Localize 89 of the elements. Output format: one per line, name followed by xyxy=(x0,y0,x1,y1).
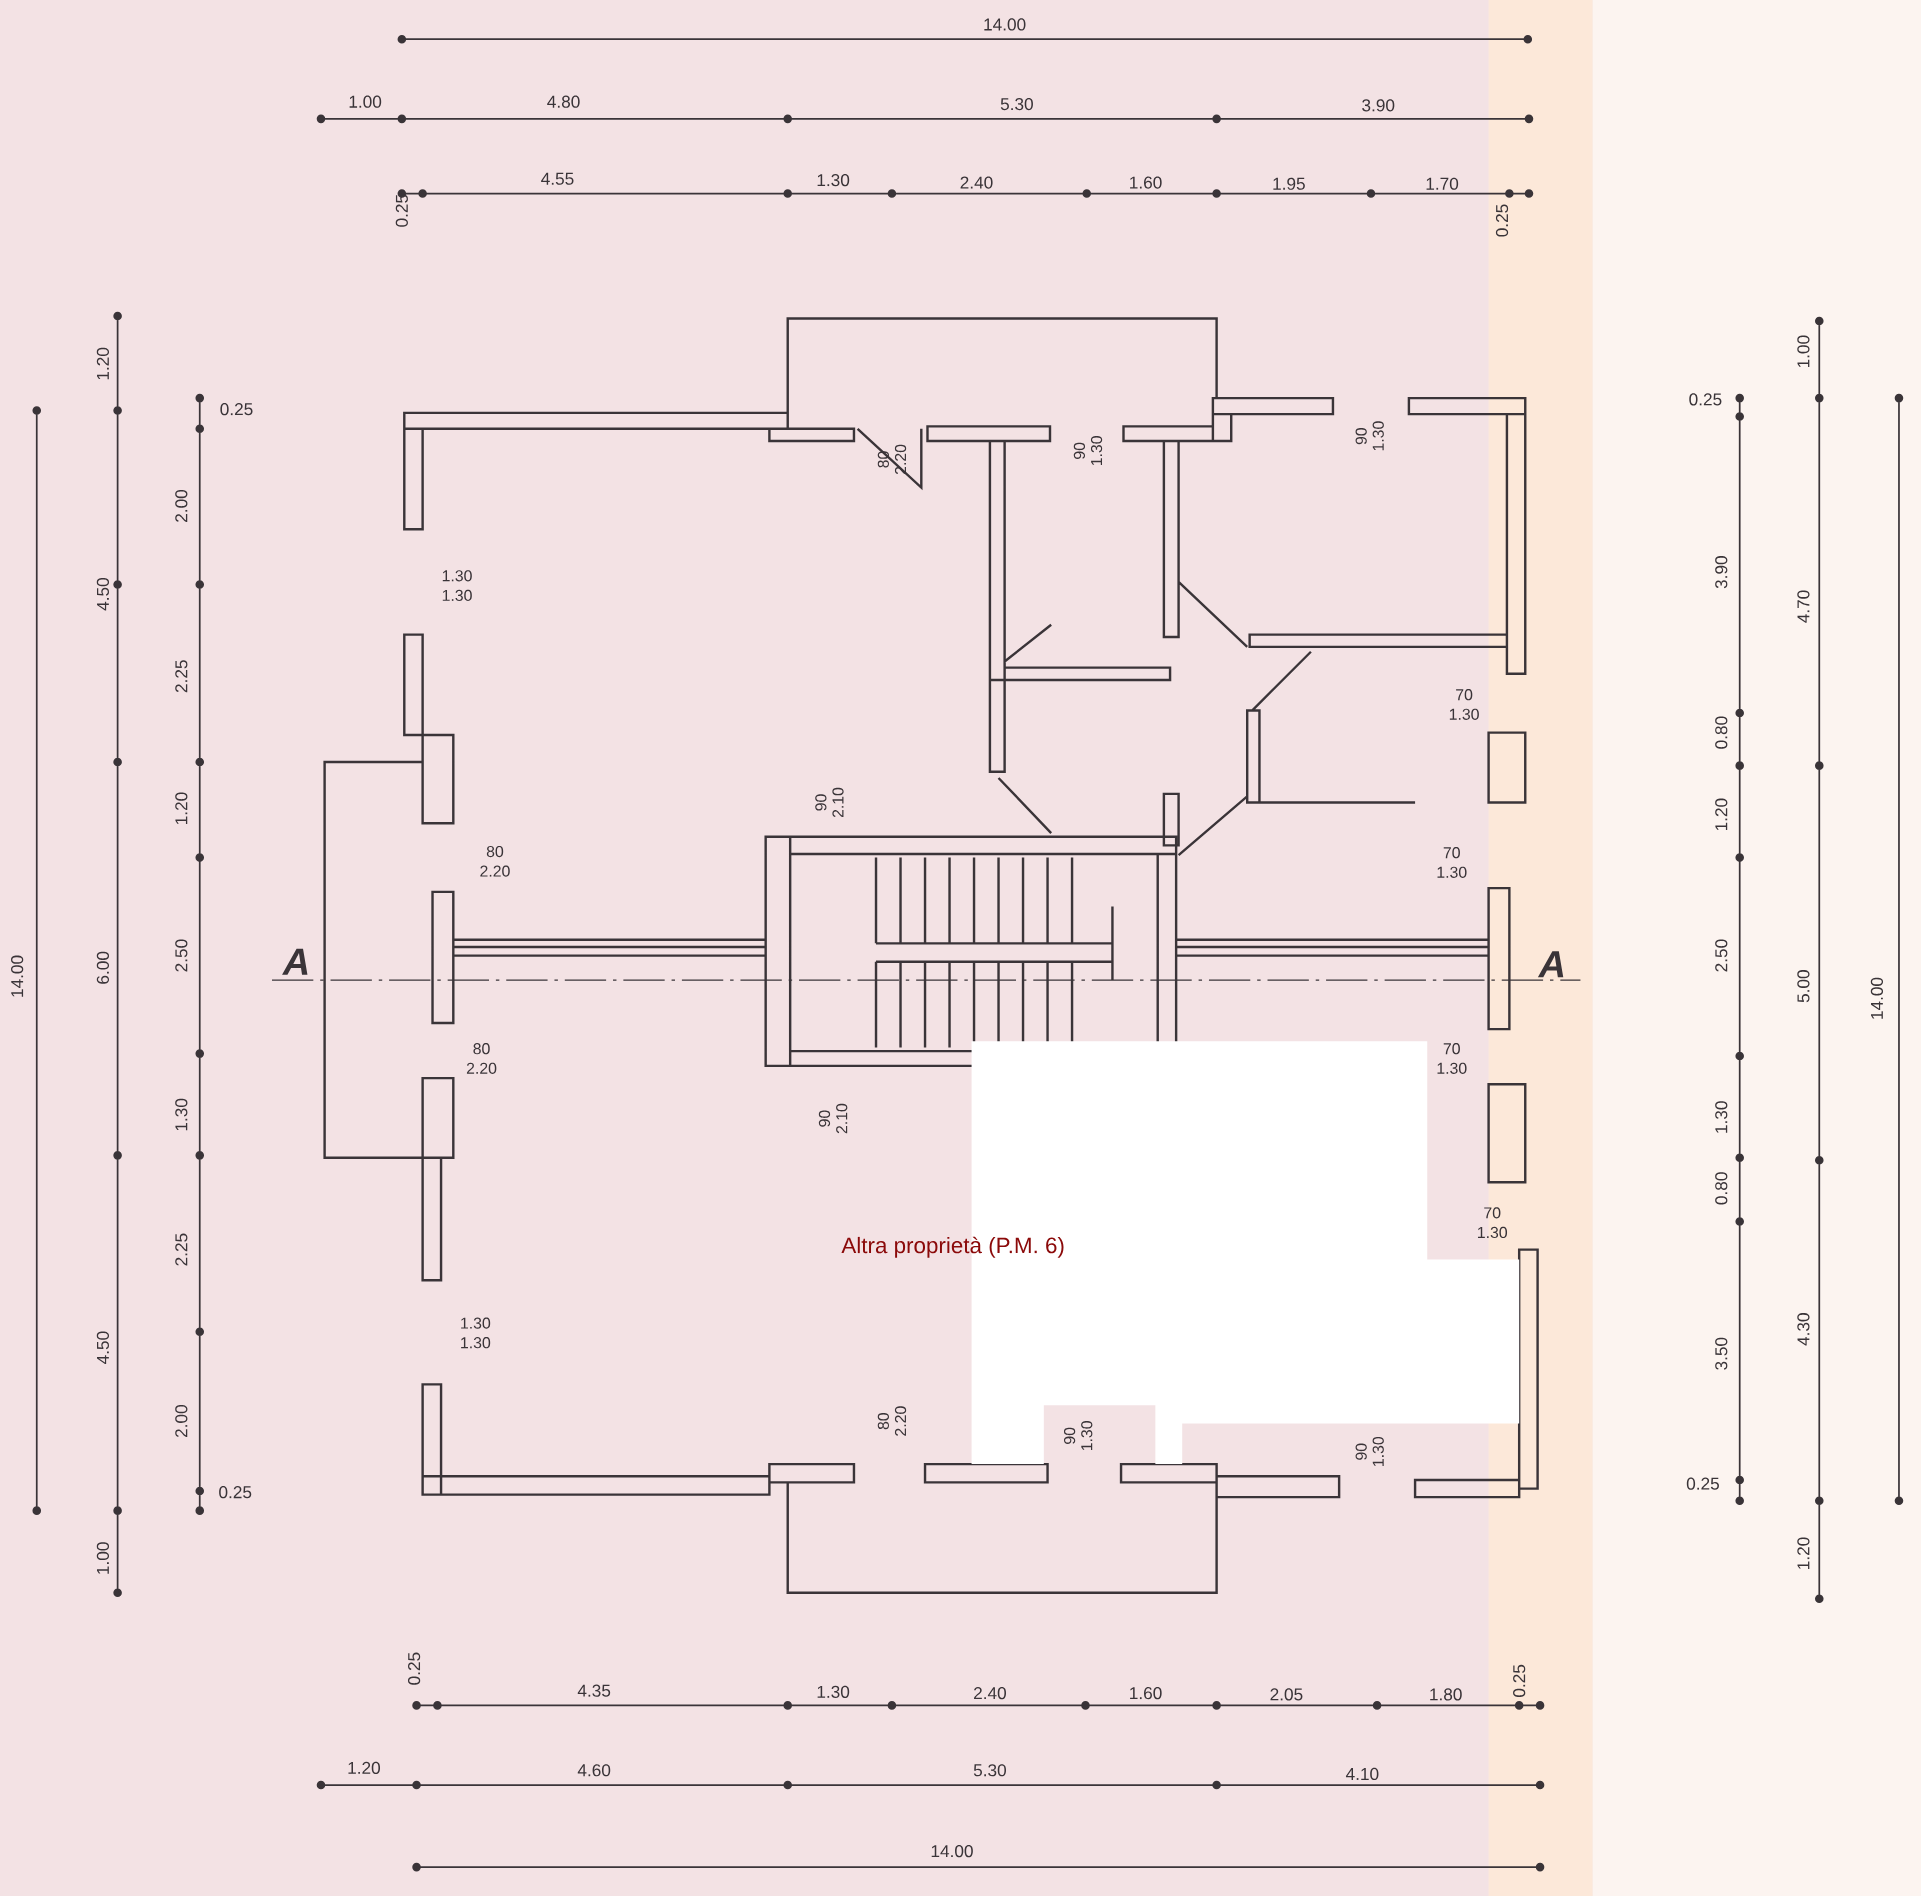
dimension-text: 1.20 xyxy=(348,1761,380,1774)
dimension-text: 14.00 xyxy=(931,1844,973,1857)
dimension-text: 1.00 xyxy=(349,95,382,108)
dimension-text: 2.25 xyxy=(175,1233,188,1266)
dimension-text: 1.30 xyxy=(175,1098,188,1131)
opening-size: 1.30 xyxy=(1449,708,1479,720)
opening-size: 90 xyxy=(818,1110,831,1127)
dimension-text: 2.25 xyxy=(175,660,188,692)
opening-size: 90 xyxy=(1064,1427,1076,1444)
dimension-text: 0.25 xyxy=(1686,1477,1719,1490)
dimension-text: 1.30 xyxy=(817,173,850,186)
dimension-text: 5.30 xyxy=(973,1763,1006,1777)
opening-size: 70 xyxy=(1484,1207,1501,1219)
dimension-text: 1.70 xyxy=(1426,177,1459,190)
dimension-text: 14.00 xyxy=(984,18,1026,31)
dimension-text: 5.30 xyxy=(1000,97,1033,110)
opening-size: 90 xyxy=(1073,442,1085,459)
dimension-text: 4.50 xyxy=(96,577,109,611)
note-text: Altra proprietà (P.M. 6) xyxy=(841,1236,1064,1258)
opening-size: 1.30 xyxy=(461,1336,491,1349)
dimension-text: 1.30 xyxy=(817,1685,850,1698)
opening-size: 1.30 xyxy=(1372,1436,1384,1466)
opening-size: 2.20 xyxy=(894,1406,907,1436)
opening-size: 1.30 xyxy=(1081,1420,1093,1450)
dimension-text: 1.60 xyxy=(1130,176,1162,189)
dimension-text: 1.20 xyxy=(1715,798,1728,830)
dimension-text: 1.00 xyxy=(1797,335,1810,367)
dimension-text: 2.50 xyxy=(175,939,188,972)
dimension-text: 1.00 xyxy=(96,1542,109,1574)
dimension-text: 14.00 xyxy=(11,955,24,997)
dimension-text: 3.90 xyxy=(1715,555,1728,589)
dimension-text: 4.50 xyxy=(96,1331,109,1364)
opening-size: 80 xyxy=(877,1412,889,1430)
dimension-text: 0.25 xyxy=(395,194,408,227)
opening-size: 1.30 xyxy=(442,569,472,582)
dimension-text: 1.30 xyxy=(1715,1101,1728,1133)
dimension-text: 0.25 xyxy=(408,1652,421,1685)
dimension-text: 3.90 xyxy=(1362,99,1395,112)
dimension-text: 4.70 xyxy=(1797,590,1810,623)
dimension-text: 2.00 xyxy=(175,489,188,522)
opening-size: 2.20 xyxy=(466,1062,497,1074)
dimension-text: 1.20 xyxy=(1797,1537,1810,1569)
dimension-text: 0.25 xyxy=(220,402,253,416)
opening-size: 80 xyxy=(486,845,504,857)
dimension-text: 0.80 xyxy=(1715,716,1728,749)
dimension-text: 2.40 xyxy=(960,176,993,189)
opening-size: 90 xyxy=(1355,1443,1367,1460)
dimension-text: 4.60 xyxy=(577,1763,611,1777)
dimension-text: 0.25 xyxy=(1513,1664,1526,1697)
opening-size: 1.30 xyxy=(1372,421,1384,451)
dimension-text: 0.25 xyxy=(219,1485,252,1499)
dimension-text: 5.00 xyxy=(1797,969,1810,1002)
dimension-text: 2.00 xyxy=(175,1404,188,1437)
dimension-text: 6.00 xyxy=(96,951,109,984)
dimension-text: 4.10 xyxy=(1346,1767,1379,1780)
opening-size: 70 xyxy=(1443,1042,1460,1055)
dimension-text: 1.80 xyxy=(1430,1688,1462,1701)
opening-size: 2.20 xyxy=(480,865,510,877)
opening-size: 2.10 xyxy=(836,1103,848,1133)
dimension-text: 0.25 xyxy=(1495,204,1509,237)
dimension-text: 14.00 xyxy=(1870,977,1883,1019)
dimension-text: 4.30 xyxy=(1797,1312,1810,1346)
dimension-text: 1.20 xyxy=(175,792,188,824)
dimension-text: 1.95 xyxy=(1273,177,1305,190)
opening-size: 70 xyxy=(1456,688,1473,701)
opening-size: 80 xyxy=(473,1042,490,1055)
section-mark: A xyxy=(1537,951,1564,977)
dimension-text: 3.50 xyxy=(1715,1337,1728,1370)
opening-size: 1.30 xyxy=(442,589,472,601)
section-mark: A xyxy=(282,948,308,975)
opening-size: 1.30 xyxy=(1437,1062,1467,1074)
opening-size: 1.30 xyxy=(461,1317,491,1329)
dimension-text: 0.25 xyxy=(1689,393,1722,406)
opening-size: 70 xyxy=(1443,846,1460,859)
dimension-text: 1.60 xyxy=(1130,1686,1162,1699)
opening-size: 1.30 xyxy=(1437,866,1467,878)
opening-size: 1.30 xyxy=(1478,1226,1508,1238)
dimension-text: 4.55 xyxy=(541,172,574,185)
opening-size: 90 xyxy=(815,794,827,811)
dimension-text: 0.80 xyxy=(1715,1172,1728,1205)
dimension-text: 2.40 xyxy=(974,1686,1006,1699)
dimension-text: 4.80 xyxy=(547,95,580,108)
opening-size: 2.10 xyxy=(832,787,844,817)
opening-size: 1.30 xyxy=(1090,435,1103,465)
dimension-text: 4.35 xyxy=(577,1684,611,1697)
dimension-text: 2.05 xyxy=(1270,1688,1303,1701)
dimension-text: 2.50 xyxy=(1715,939,1728,972)
dimension-text: 1.20 xyxy=(96,347,109,380)
opening-size: 90 xyxy=(1355,427,1367,444)
